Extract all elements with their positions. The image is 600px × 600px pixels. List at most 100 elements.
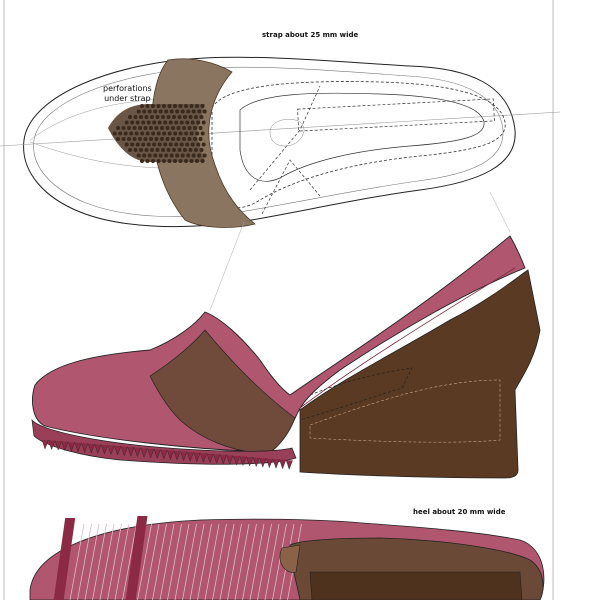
tread-line xyxy=(204,523,220,600)
perforation-dot xyxy=(162,159,166,163)
perforations-label: perforations under strap xyxy=(103,84,152,104)
perforations-label-line1: perforations xyxy=(103,84,152,93)
tread-tooth xyxy=(213,454,221,464)
perforation-dots xyxy=(112,104,207,163)
bottom-view-heel-inner xyxy=(309,571,523,600)
perforation-dot xyxy=(145,104,150,108)
perforation-dot xyxy=(178,159,183,163)
perforation-dot xyxy=(184,159,188,163)
perforation-dot xyxy=(163,142,168,147)
perforation-dot xyxy=(127,137,131,141)
perforation-dot xyxy=(184,131,189,136)
perforation-dot xyxy=(173,159,177,163)
tread-tooth xyxy=(121,446,128,457)
perforation-dot xyxy=(176,126,181,130)
perforation-dot xyxy=(132,126,137,130)
perforation-dot xyxy=(198,126,203,130)
top-view-footbed-dashed xyxy=(211,81,506,209)
bottom-view-stripe-1 xyxy=(53,518,76,600)
perforation-dot xyxy=(195,104,199,108)
perforation-dot xyxy=(156,131,161,136)
perforation-dot xyxy=(141,142,146,147)
perforation-dot xyxy=(173,104,177,108)
perforation-dot xyxy=(194,115,198,119)
perforation-dot xyxy=(191,153,196,158)
tread-tooth xyxy=(147,448,155,459)
tread-tooth xyxy=(226,455,234,465)
perforation-dot xyxy=(177,148,182,152)
perforation-dot xyxy=(161,115,165,119)
perforation-dot xyxy=(196,120,201,125)
perforation-dot xyxy=(180,109,185,114)
tread-line xyxy=(249,523,265,600)
perforation-dot xyxy=(171,126,175,130)
perforation-dot xyxy=(135,142,140,147)
perforation-dot xyxy=(197,153,202,158)
perforation-dot xyxy=(197,109,202,114)
perforation-dot xyxy=(195,131,200,136)
perforation-dot xyxy=(163,120,168,125)
tread-tooth xyxy=(167,450,174,461)
perforation-dot xyxy=(154,126,159,130)
tread-line xyxy=(107,523,122,600)
tread-tooth xyxy=(246,456,254,467)
tread-line xyxy=(114,523,130,600)
perforation-dot xyxy=(121,137,126,141)
perforation-dot xyxy=(184,104,188,108)
perforation-dot xyxy=(154,137,159,141)
perforation-dot xyxy=(166,148,171,152)
tread-tooth xyxy=(220,454,227,465)
perforations-label-line2: under strap xyxy=(104,94,151,103)
bottom-view-stripe-2 xyxy=(125,516,148,600)
perforation-dot xyxy=(153,109,158,114)
perforation-dot xyxy=(167,159,172,163)
perforation-dot xyxy=(157,142,162,147)
perforation-dot xyxy=(188,148,193,152)
perforation-dot xyxy=(183,148,187,152)
tread-line xyxy=(99,523,115,600)
perforation-dot xyxy=(145,159,150,163)
perforation-dot xyxy=(175,109,180,114)
perforation-dot xyxy=(172,115,176,119)
perforation-dot xyxy=(190,120,195,125)
side-view-wedge-heel xyxy=(299,269,541,479)
perforation-dot xyxy=(160,137,164,141)
tread-tooth xyxy=(61,441,69,452)
side-view-counter-dashed xyxy=(299,367,413,421)
tread-tooth xyxy=(81,443,89,453)
leader-line-top-to-side-2 xyxy=(489,191,511,233)
perforation-dot xyxy=(175,153,180,158)
perforation-dot xyxy=(202,153,207,158)
tread-tooth xyxy=(154,449,161,459)
perforation-dot xyxy=(112,131,117,136)
tread-tooth xyxy=(200,453,207,463)
perforation-dot xyxy=(127,126,131,130)
perforation-dot xyxy=(136,109,141,114)
perforation-dot xyxy=(165,126,170,130)
perforation-dot xyxy=(134,131,139,136)
perforation-dot xyxy=(168,120,173,125)
perforation-dot xyxy=(152,120,157,125)
perforation-dot xyxy=(139,148,143,152)
perforation-dot xyxy=(149,126,153,130)
top-view-heel-cup xyxy=(269,119,305,147)
perforation-dot xyxy=(169,109,174,114)
perforation-dot xyxy=(176,137,181,141)
tread-line xyxy=(212,523,227,600)
perforation-dot xyxy=(171,137,175,141)
perforation-dot xyxy=(187,137,192,141)
tread-line xyxy=(182,523,197,600)
top-view-construction-dashed xyxy=(249,85,321,191)
perforation-dot xyxy=(145,131,150,136)
perforation-dot xyxy=(167,131,172,136)
tread-tooth xyxy=(114,445,122,456)
tread-tooth xyxy=(48,440,56,451)
tread-line xyxy=(272,523,287,600)
perforation-dot xyxy=(178,104,183,108)
top-view-centre-line xyxy=(0,111,561,147)
leader-line-top-to-side xyxy=(209,221,245,311)
perforation-dot xyxy=(128,115,132,119)
perforation-dot xyxy=(144,115,149,119)
tread-line xyxy=(219,523,235,600)
